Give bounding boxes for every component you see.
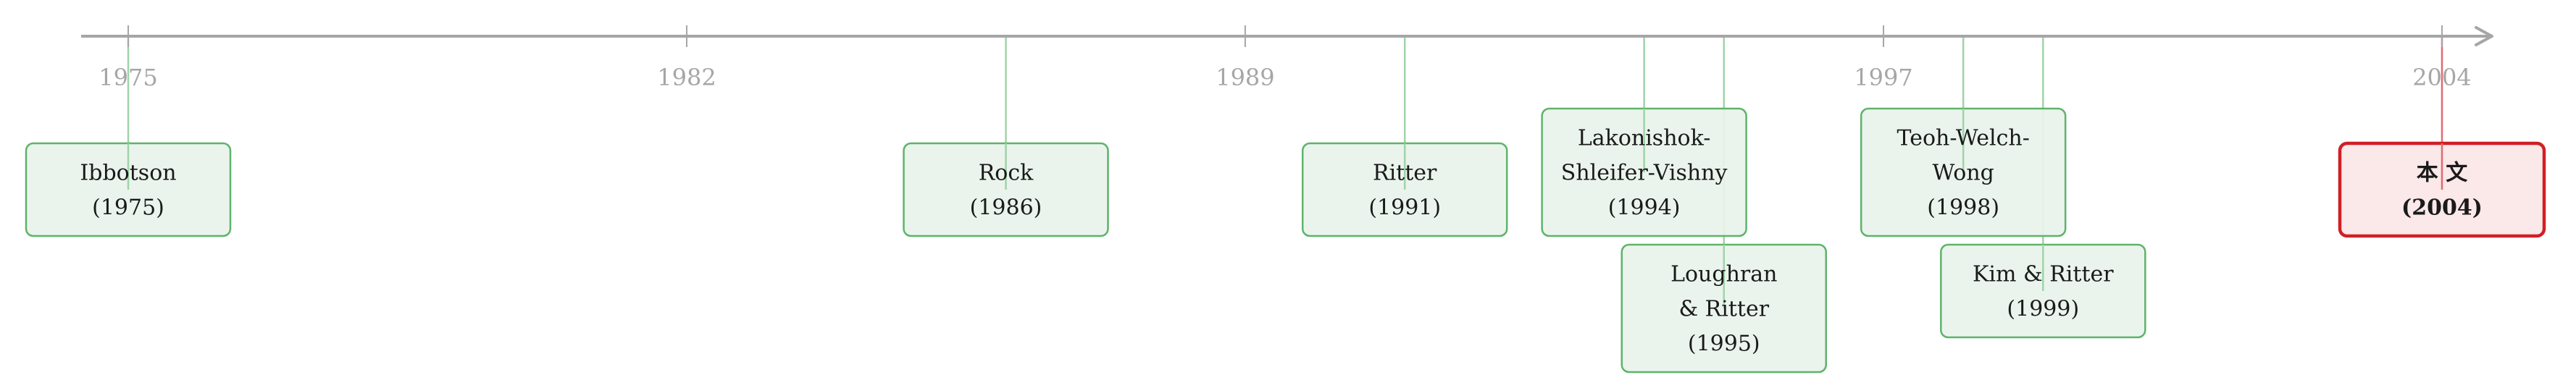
- event-label-line: Ibbotson: [80, 161, 176, 186]
- event-boxes: Ibbotson (1975) Rock (1986) Ritter (1991) Lako…: [25, 107, 2546, 374]
- event-label-line: (2004): [2401, 195, 2483, 221]
- event-box-this-paper: 本 文 (2004): [2338, 141, 2546, 238]
- event-label-line: (1995): [1688, 332, 1760, 357]
- event-label-line: (1986): [970, 195, 1042, 221]
- event-label-line: Rock: [979, 161, 1034, 186]
- event-label-line: Wong: [1932, 161, 1994, 186]
- event-label-line: & Ritter: [1678, 297, 1769, 322]
- event-label-line: (1999): [2007, 297, 2079, 322]
- event-label-line: 本 文: [2417, 161, 2467, 186]
- tick-label: 2004: [2412, 64, 2471, 91]
- event-box-ritter: Ritter (1991): [1301, 142, 1508, 237]
- tick-label: 1989: [1216, 64, 1274, 91]
- event-label-line: Teoh-Welch-: [1897, 126, 2030, 151]
- event-box-loughran: Loughran & Ritter (1995): [1621, 243, 1828, 374]
- event-label-line: (1998): [1927, 195, 1999, 221]
- event-label-line: (1975): [92, 195, 164, 221]
- event-box-rock: Rock (1986): [903, 142, 1109, 237]
- axis-arrowhead: [2475, 26, 2493, 46]
- timeline-axis: [81, 26, 2493, 46]
- event-label-line: Kim & Ritter: [1973, 262, 2114, 287]
- event-label-line: Lakonishok-: [1578, 126, 1711, 151]
- event-label-line: (1991): [1368, 195, 1441, 221]
- event-label-line: Shleifer-Vishny: [1561, 161, 1728, 186]
- event-label-line: (1994): [1608, 195, 1681, 221]
- axis-ticks: 1975 1982 1989 1997 2004: [99, 25, 2472, 91]
- event-box-lakonishok: Lakonishok- Shleifer-Vishny (1994): [1541, 107, 1747, 237]
- event-box-teoh: Teoh-Welch- Wong (1998): [1860, 107, 2067, 237]
- event-label-line: Loughran: [1670, 262, 1777, 287]
- tick-label: 1982: [657, 64, 716, 91]
- event-box-ibbotson: Ibbotson (1975): [25, 142, 232, 237]
- tick-label: 1975: [99, 64, 157, 91]
- event-box-kim: Kim & Ritter (1999): [1940, 243, 2146, 339]
- tick-label: 1997: [1854, 64, 1912, 91]
- event-label-line: Ritter: [1373, 161, 1437, 186]
